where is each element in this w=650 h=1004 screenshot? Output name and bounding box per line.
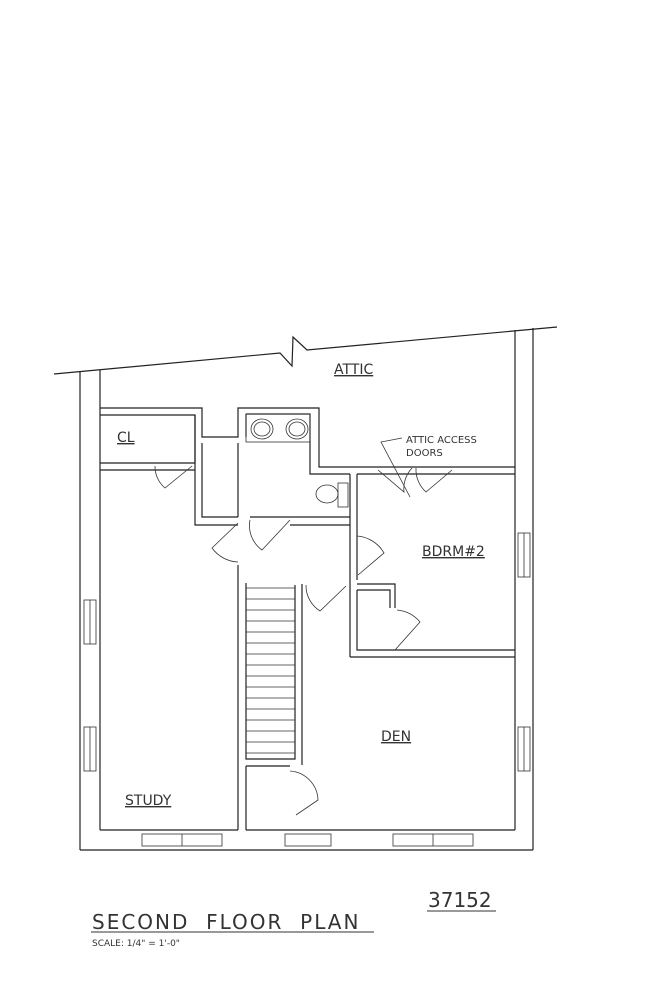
sink-icon — [285, 418, 309, 440]
closet-door — [154, 465, 193, 489]
staircase — [246, 587, 295, 754]
roof-line — [53, 326, 558, 375]
hall-door — [211, 522, 239, 563]
bath-fixtures — [245, 413, 349, 508]
plan-title: SECOND FLOOR PLAN — [92, 910, 360, 934]
room-label-attic: ATTIC — [334, 362, 373, 378]
windows — [83, 532, 531, 847]
interior-walls — [100, 407, 515, 830]
attic-access-label-2: DOORS — [406, 448, 443, 459]
plan-scale: SCALE: 1/4" = 1'-0" — [92, 939, 180, 949]
attic-access-door-left — [377, 467, 413, 493]
toilet-icon — [315, 484, 339, 504]
sink-icon — [250, 418, 274, 440]
attic-access-label: ATTIC ACCESS — [406, 435, 477, 446]
room-label-den: DEN — [381, 729, 411, 745]
doors — [154, 465, 453, 816]
attic-access-leader — [380, 437, 411, 498]
attic-access-door-right — [415, 467, 453, 493]
bedroom-closet-door — [394, 609, 421, 651]
exterior-walls — [79, 328, 534, 851]
plan-number: 37152 — [428, 888, 492, 912]
room-label-study: STUDY — [125, 793, 172, 809]
stair-door — [305, 584, 347, 612]
bath-door — [249, 519, 291, 551]
room-label-bedroom: BDRM#2 — [422, 544, 485, 560]
den-closet-door — [289, 770, 319, 816]
bedroom-door — [356, 535, 385, 576]
room-label-closet: CL — [117, 430, 135, 446]
